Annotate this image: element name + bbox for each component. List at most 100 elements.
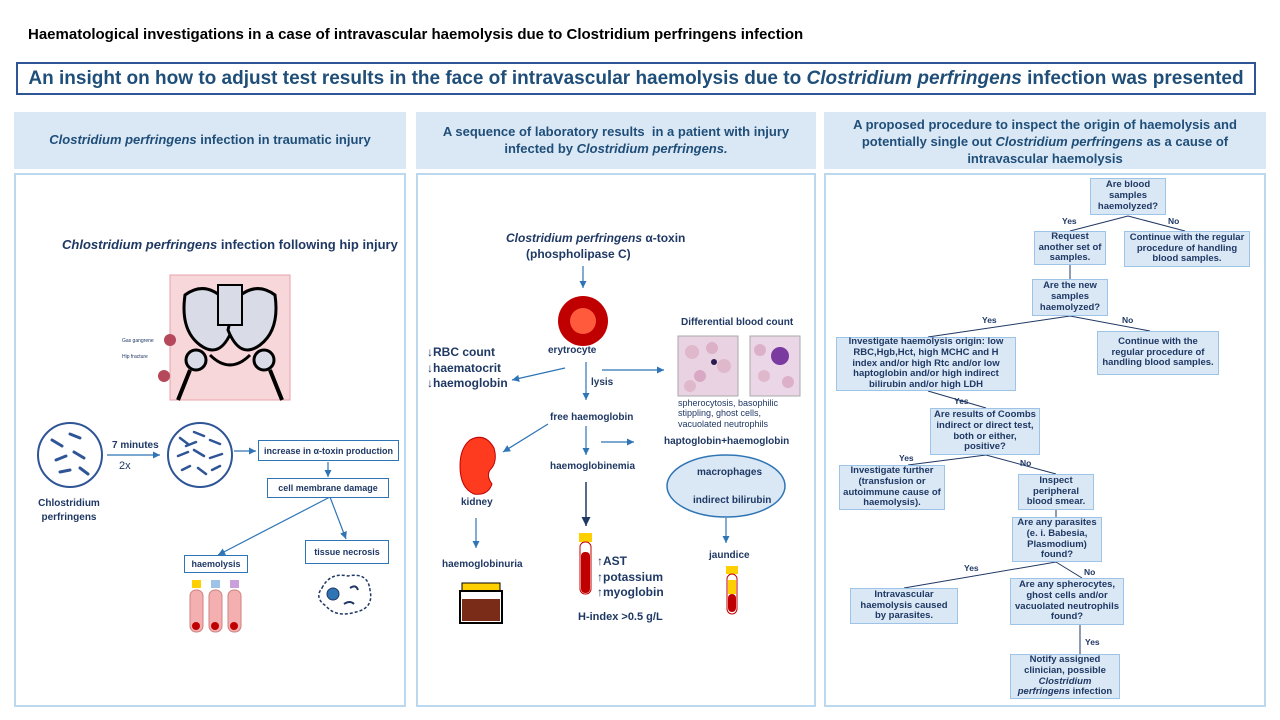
jaundice-tube-icon [726,566,738,615]
differential-label: Differential blood count [681,317,794,328]
action-parasites-cause: Intravascular haemolysis caused by paras… [850,588,958,624]
kidney-label: kidney [461,497,493,508]
arrow-haemolysis [217,496,331,556]
haemoglobinemia-label: haemoglobinemia [550,461,636,472]
page-title: Haematological investigations in a case … [28,26,804,43]
bacteria-circle-large [167,422,233,488]
action-investigate-further: Investigate further (transfusion or auto… [839,465,945,510]
haemoglobinuria-label: haemoglobinuria [442,559,523,570]
h-index-label: H-index >0.5 g/L [578,611,663,623]
free-haemoglobin-label: free haemoglobin [550,412,634,423]
hip-injury-title: Chlostridium perfringens infection follo… [62,237,398,252]
phospholipase-label: (phospholipase C) [526,247,631,261]
test-tubes-icon [189,580,242,633]
column2-header-line2-prefix: infected by [504,140,577,156]
question-parasites: Are any parasites (e. i. Babesia, Plasmo… [1012,517,1102,562]
organism-line1: Chlostridium [38,498,100,509]
blood-tube-icon [579,533,592,595]
insight-banner: An insight on how to adjust test results… [16,62,1256,95]
column3-header-line2-prefix: potentially single out [861,134,996,150]
action-investigate-origin: Investigate haemolysis origin: low RBC,H… [836,336,1016,391]
macrophage-ellipse [666,454,786,518]
pelvis-illustration [158,274,291,401]
action-notify-clinician: Notify assigned clinician, possible Clos… [1010,654,1120,699]
q2-yes-label: Yes [982,315,997,325]
column2-header-organism: Clostridium perfringens. [576,140,728,156]
question-spherocytes: Are any spherocytes, ghost cells and/or … [1010,578,1124,625]
organism-label: Chlostridium perfringens [34,497,104,525]
two-x-label: 2x [119,460,131,472]
myoglobin-label: ↑myoglobin [597,585,664,600]
haemoglobin: ↓haemoglobin [427,376,508,391]
column1-header-rest: infection in traumatic injury [196,132,371,148]
hip-fracture-label: Hip fracture [122,354,148,360]
q3-yes-label: Yes [899,453,914,463]
column3-header-line1: A proposed procedure to inspect the orig… [853,117,1237,133]
jaundice-label: jaundice [709,550,750,561]
smear-findings: spherocytosis, basophilic stippling, gho… [678,398,779,429]
lysis-label: lysis [591,377,614,388]
q1-no-label: No [1168,216,1180,226]
rbc-count: ↓RBC count [427,345,495,359]
column3-header: A proposed procedure to inspect the orig… [824,112,1266,169]
urine-container-icon [459,582,503,624]
blood-smear-images [677,335,801,397]
arrow-necrosis [329,496,347,540]
potassium-label: ↑potassium [597,569,664,584]
toxin-title: Clostridium perfringens α-toxin [506,231,685,245]
haptoglobin-label: haptoglobin+haemoglobin [664,436,790,447]
insight-organism: Clostridium perfringens [806,67,1022,89]
column3-header-line3: intravascular haemolysis [967,150,1123,166]
notify-prefix: Notify assigned clinician, possible [1024,653,1109,676]
q3-no-label: No [1020,458,1032,468]
column3-header-organism: Clostridium perfringens [995,134,1143,150]
q-investigate-yes-label: Yes [954,396,969,406]
flowchart-connectors [903,215,1186,654]
ast-label: ↑AST [597,554,627,568]
q4-no-label: No [1084,567,1096,577]
column1-header-organism: Clostridium perfringens [49,132,197,148]
arrow-rbc-count [511,367,566,382]
organism-line2: perfringens [41,512,97,523]
q4-yes-label: Yes [964,563,979,573]
question-haemolyzed: Are blood samples haemolyzed? [1090,178,1166,215]
lab-increases: ↑AST ↑potassium ↑myoglobin [597,554,664,601]
notify-organism: Clostridium perfringens [1017,675,1092,698]
membrane-damage-box: cell membrane damage [267,478,389,498]
toxin-organism: Clostridium perfringens [506,231,643,245]
toxin-alpha: α-toxin [642,231,686,245]
column2-header: A sequence of laboratory results in a pa… [416,112,816,169]
column3-header-line2-suffix: as a cause of [1142,134,1229,150]
q5-yes-label: Yes [1085,637,1100,647]
tissue-necrosis-box: tissue necrosis [305,540,389,564]
erytrocyte-label: erytrocyte [548,345,597,356]
action-continue-regular-1: Continue with the regular procedure of h… [1124,231,1250,267]
macrophages-label: macrophages [697,467,763,478]
action-request-samples: Request another set of samples. [1034,231,1106,265]
question-coombs: Are results of Coombs indirect or direct… [930,408,1040,455]
column1-header: Clostridium perfringens infection in tra… [14,112,406,169]
bacteria-circle-small [37,422,103,488]
insight-prefix: An insight on how to adjust test results… [28,67,807,89]
rbc-results: ↓RBC count ↓haematocrit ↓haemoglobin [427,345,508,392]
action-inspect-smear: Inspect peripheral blood smear. [1018,474,1094,510]
gas-gangrene-label: Gas gangrene [122,338,154,344]
q2-no-label: No [1122,315,1134,325]
notify-suffix: infection [1070,686,1113,698]
action-continue-regular-2: Continue with the regular procedure of h… [1097,331,1219,375]
arrow-kidney [502,423,549,453]
question-new-samples: Are the new samples haemolyzed? [1032,279,1108,316]
indirect-bilirubin-label: indirect bilirubin [693,495,772,506]
erythrocyte-icon [558,296,608,346]
seven-minutes-label: 7 minutes [112,440,159,451]
insight-suffix: infection was presented [1021,67,1244,89]
hip-injury-organism: Chlostridium perfringens [62,237,218,252]
column2-header-line1: A sequence of laboratory results in a pa… [442,123,790,139]
q1-yes-label: Yes [1062,216,1077,226]
necrotic-cell-icon [318,574,372,615]
hip-injury-rest: infection following hip injury [217,237,398,252]
haematocrit: ↓haematocrit [427,360,502,375]
kidney-icon [459,436,496,495]
toxin-increase-box: increase in α-toxin production [258,440,399,461]
